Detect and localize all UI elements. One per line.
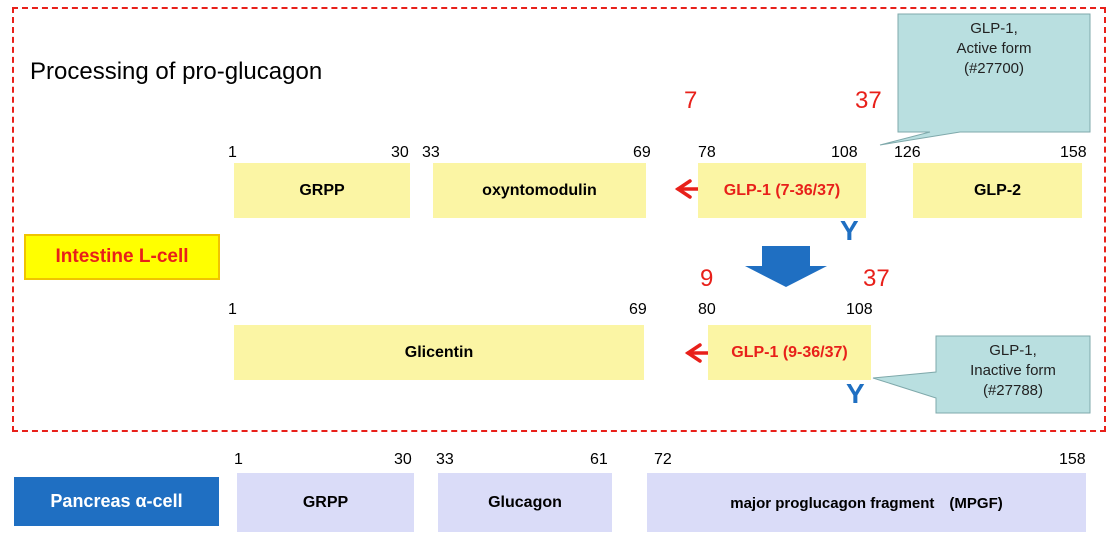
callout-line: Active form [956,40,1032,57]
segment-grpp-pancreas: GRPP [237,473,414,532]
residue-number: 69 [633,144,651,161]
segment-glucagon: Glucagon [438,473,612,532]
segment-glicentin: Glicentin [234,325,644,380]
callout-line: (#27700) [963,60,1025,77]
segment-oxyntomodulin: oxyntomodulin [433,163,646,218]
intestine-cell-label: Intestine L-cell [24,234,220,280]
residue-number: 108 [846,301,873,318]
down-arrow-icon [745,246,827,287]
residue-number: 33 [422,144,440,161]
page-title: Processing of pro-glucagon [30,58,323,85]
residue-number: 30 [394,451,412,468]
residue-number: 78 [698,144,716,161]
residue-number: 30 [391,144,409,161]
residue-number: 72 [654,451,672,468]
cleavage-mark-icon [684,343,712,363]
residue-number: 61 [590,451,608,468]
residue-number: 126 [894,144,921,161]
residue-number: 1 [234,451,243,468]
y-marker-icon: Y [840,215,859,246]
segment-glp2: GLP-2 [913,163,1082,218]
callout-active-bubble [879,13,1091,146]
callout-line: Inactive form [970,362,1056,379]
residue-number: 69 [629,301,647,318]
callout-active: GLP-1, Active form (#27700) [898,19,1090,79]
residue-number: 1 [228,301,237,318]
glp1-start-residue: 7 [684,87,698,114]
residue-number: 1 [228,144,237,161]
residue-number: 158 [1060,144,1087,161]
pancreas-cell-label: Pancreas α-cell [14,477,219,526]
callout-line: (#27788) [982,382,1044,399]
residue-number: 108 [831,144,858,161]
callout-line: GLP-1, [989,342,1037,359]
segment-grpp: GRPP [234,163,410,218]
callout-line: GLP-1, [970,20,1018,37]
callout-inactive: GLP-1, Inactive form (#27788) [936,341,1090,401]
callout-inactive-bubble [872,335,1091,414]
residue-number: 33 [436,451,454,468]
glp1-start-residue: 9 [700,265,714,292]
segment-glp1-active: GLP-1 (7-36/37) [698,163,866,218]
residue-number: 80 [698,301,716,318]
residue-number: 158 [1059,451,1086,468]
segment-glp1-inactive: GLP-1 (9-36/37) [708,325,871,380]
segment-mpgf: major proglucagon fragment (MPGF) [647,473,1086,532]
y-marker-icon: Y [846,378,865,409]
intestine-region-frame [12,7,1106,432]
glp1-end-residue: 37 [863,265,890,292]
glp1-end-residue: 37 [855,87,882,114]
